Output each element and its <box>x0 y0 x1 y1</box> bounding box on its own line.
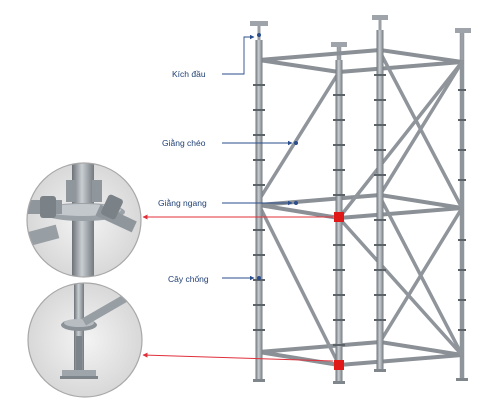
inset-joint-detail <box>26 162 142 278</box>
callout-horizontal-brace: Giằng ngang <box>158 198 293 208</box>
diagonal-braces <box>257 50 464 367</box>
callout-diagonal-brace: Giằng chéo <box>162 138 293 148</box>
label-standard-post: Cây chống <box>168 274 209 284</box>
callout-head-jack: Kích đầu <box>172 34 255 79</box>
joint-marker-bottom <box>334 360 344 370</box>
scaffold-tower <box>250 15 471 384</box>
marker-dot-head <box>257 33 261 37</box>
joint-marker-middle <box>334 212 344 222</box>
marker-dot-horizontal <box>294 201 298 205</box>
marker-dot-diagonal <box>294 141 298 145</box>
top-ledgers <box>257 48 464 74</box>
inset-base-detail <box>27 282 143 398</box>
bottom-ledgers <box>257 340 464 367</box>
label-horizontal-brace: Giằng ngang <box>158 198 207 208</box>
rosette-rings <box>253 74 466 346</box>
middle-ledgers <box>257 193 464 220</box>
marker-dot-standard <box>257 276 261 280</box>
label-head-jack: Kích đầu <box>172 69 206 79</box>
pointer-arrow-base <box>142 352 334 362</box>
base-plates <box>253 369 468 384</box>
label-diagonal-brace: Giằng chéo <box>162 138 206 148</box>
callout-standard-post: Cây chống <box>168 274 255 284</box>
